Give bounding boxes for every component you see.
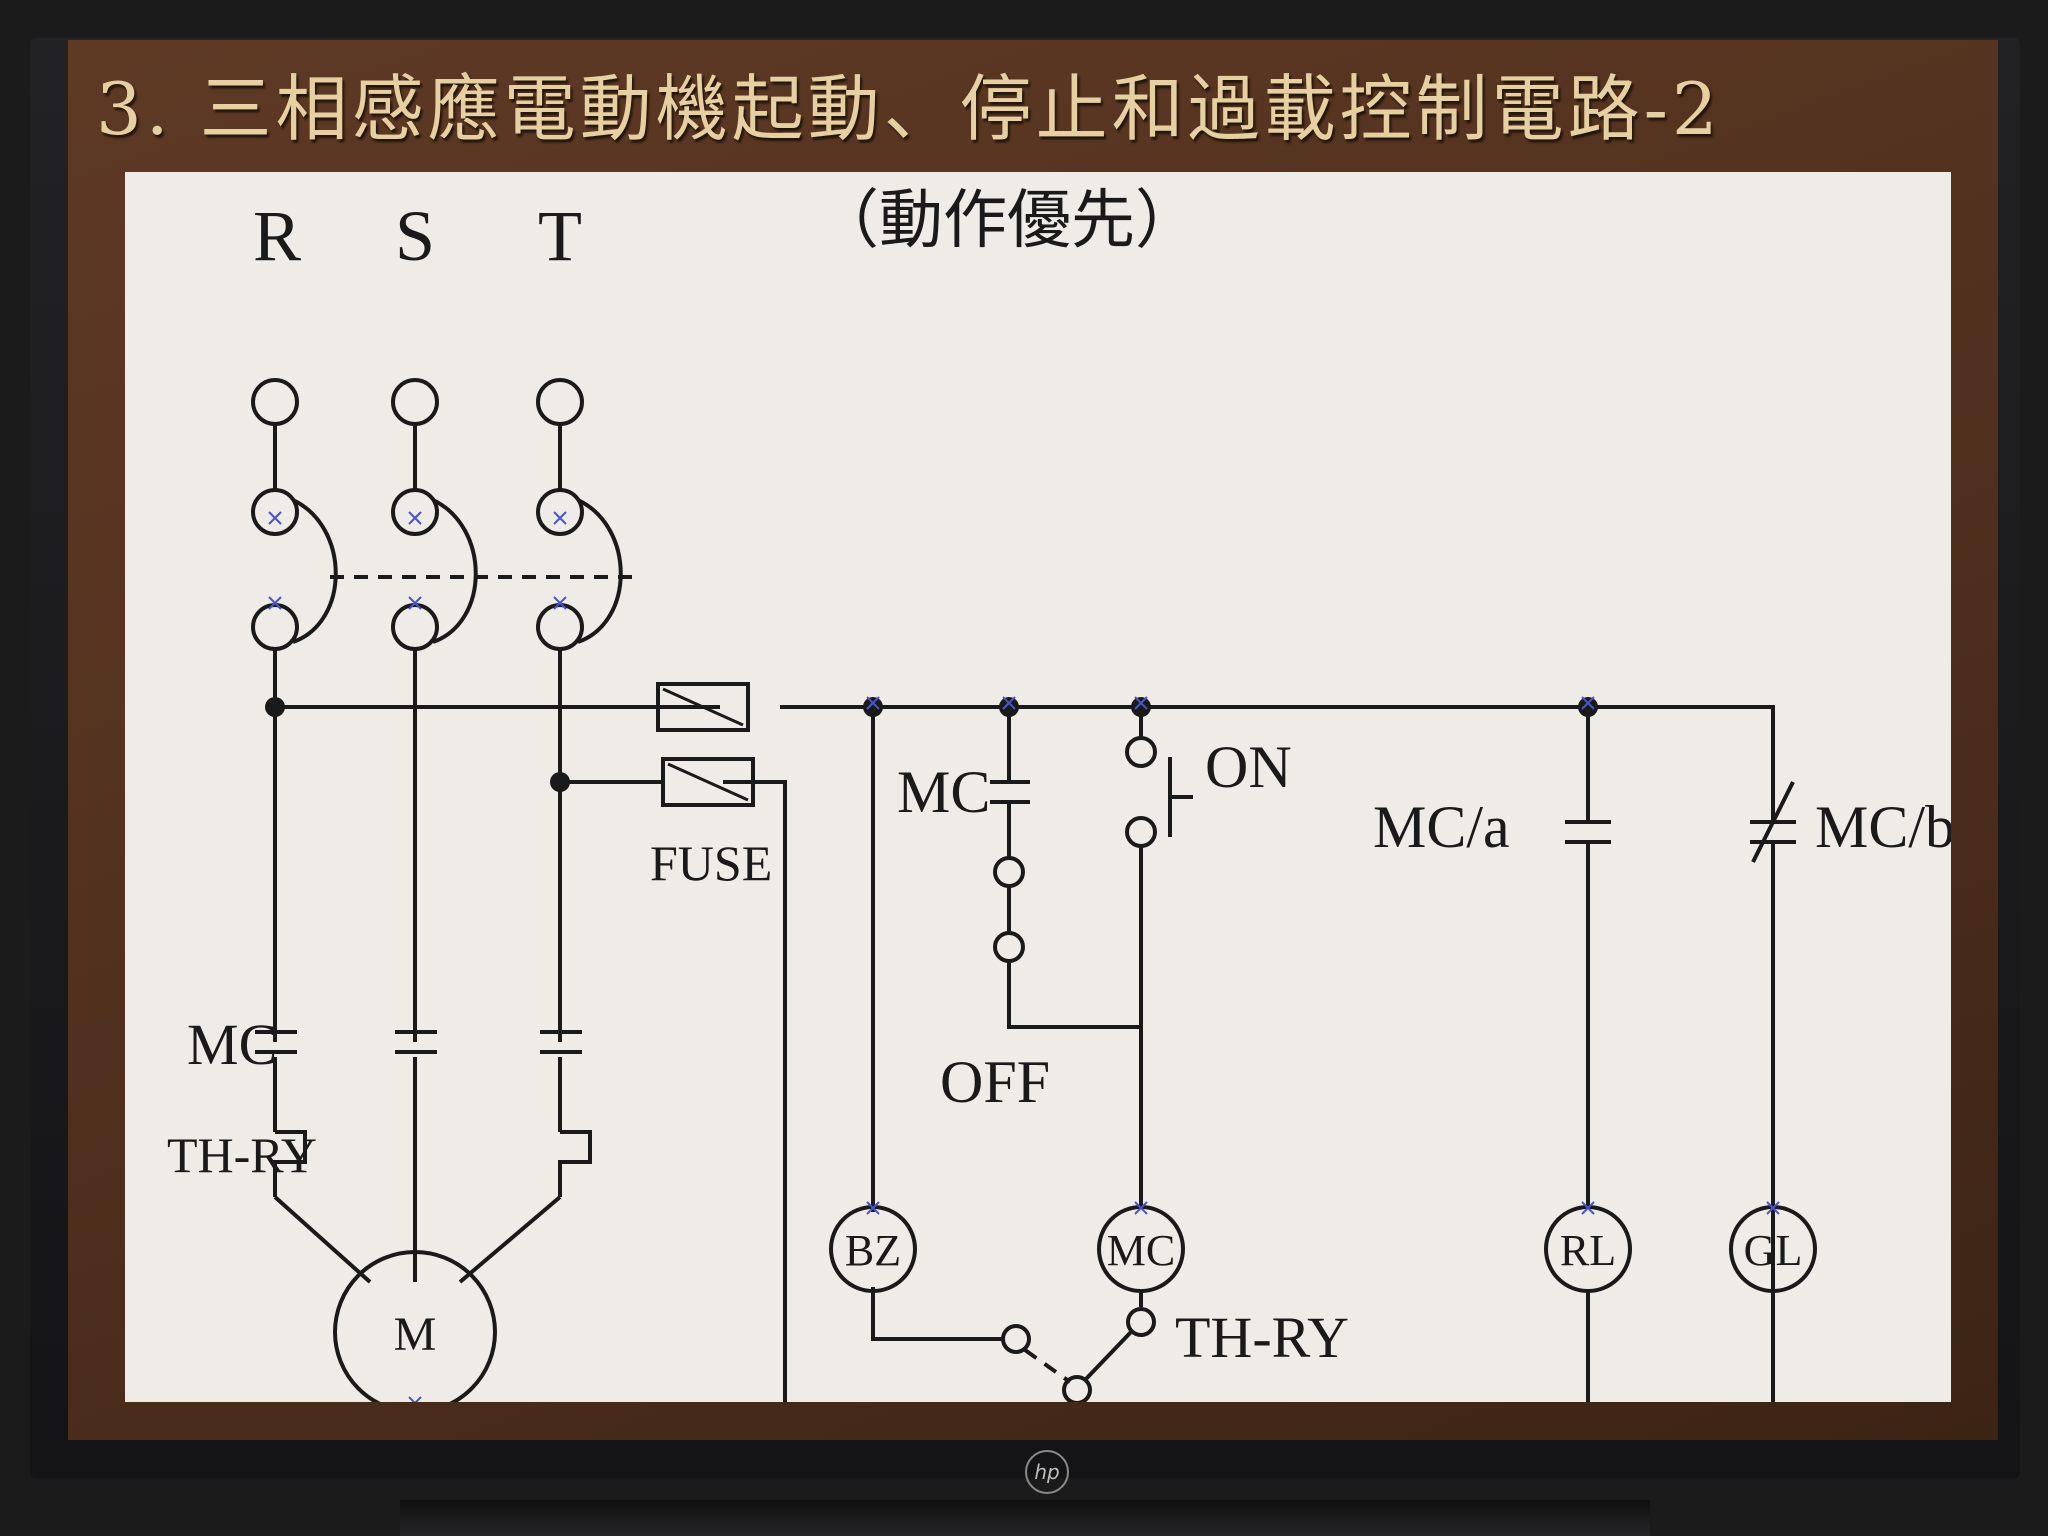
mc-coil-label: MC bbox=[1107, 1226, 1175, 1275]
buzzer-label: BZ bbox=[845, 1226, 901, 1275]
on-and-coil-branch: ON MC bbox=[1097, 707, 1292, 1307]
motor: M bbox=[273, 1195, 562, 1402]
thermal-relay-heaters: TH-RY bbox=[167, 1127, 592, 1197]
phase-s-label: S bbox=[395, 196, 435, 276]
th-ry-main-label: TH-RY bbox=[167, 1127, 317, 1183]
run-lamp-label: RL bbox=[1560, 1226, 1616, 1275]
top-bus-wiring bbox=[265, 649, 1775, 1402]
phase-t-label: T bbox=[538, 196, 582, 276]
main-power-circuit: MC bbox=[187, 707, 582, 1242]
mc-hold-contact-label: MC bbox=[897, 759, 990, 825]
fuse-label: FUSE bbox=[650, 835, 772, 891]
main-breaker bbox=[251, 488, 635, 651]
presentation-slide: 3. 三相感應電動機起動、停止和過載控制電路-2 （動作優先） R S T bbox=[68, 40, 1998, 1440]
hold-and-off-branch: MC OFF bbox=[897, 707, 1141, 1115]
mc-b-contact-label: MC/b bbox=[1815, 794, 1951, 860]
supply-terminals bbox=[251, 378, 584, 490]
off-button-label: OFF bbox=[940, 1049, 1050, 1115]
fuse-1 bbox=[656, 682, 750, 732]
monitor-stand bbox=[400, 1500, 1650, 1536]
mc-a-contact-label: MC/a bbox=[1373, 794, 1510, 860]
mc-main-contact-label: MC bbox=[187, 1012, 277, 1077]
circuit-diagram-panel: （動作優先） R S T bbox=[125, 172, 1951, 1402]
fuse-2 bbox=[661, 757, 755, 807]
fuses: FUSE bbox=[650, 682, 772, 891]
diagram-subtitle: （動作優先） bbox=[815, 185, 1199, 256]
circuit-diagram: （動作優先） R S T bbox=[167, 185, 1951, 1402]
motor-symbol bbox=[333, 1250, 497, 1402]
stop-lamp-label: GL bbox=[1744, 1226, 1803, 1275]
on-button-label: ON bbox=[1205, 734, 1292, 800]
th-ry-aux-label: TH-RY bbox=[1175, 1305, 1349, 1370]
slide-title: 3. 三相感應電動機起動、停止和過載控制電路-2 bbox=[96, 67, 1722, 151]
stop-lamp-branch: MC/b GL bbox=[1729, 772, 1951, 1402]
terminal-s bbox=[391, 378, 439, 426]
motor-label: M bbox=[394, 1308, 437, 1361]
phase-r-label: R bbox=[253, 196, 301, 276]
snap-markers bbox=[268, 511, 1780, 1402]
hp-logo: hp bbox=[1025, 1450, 1069, 1494]
terminal-t bbox=[536, 378, 584, 426]
run-lamp-branch: MC/a RL bbox=[1373, 707, 1632, 1402]
th-ry-aux-switch: TH-RY bbox=[1001, 1305, 1349, 1402]
terminal-r bbox=[251, 378, 299, 426]
